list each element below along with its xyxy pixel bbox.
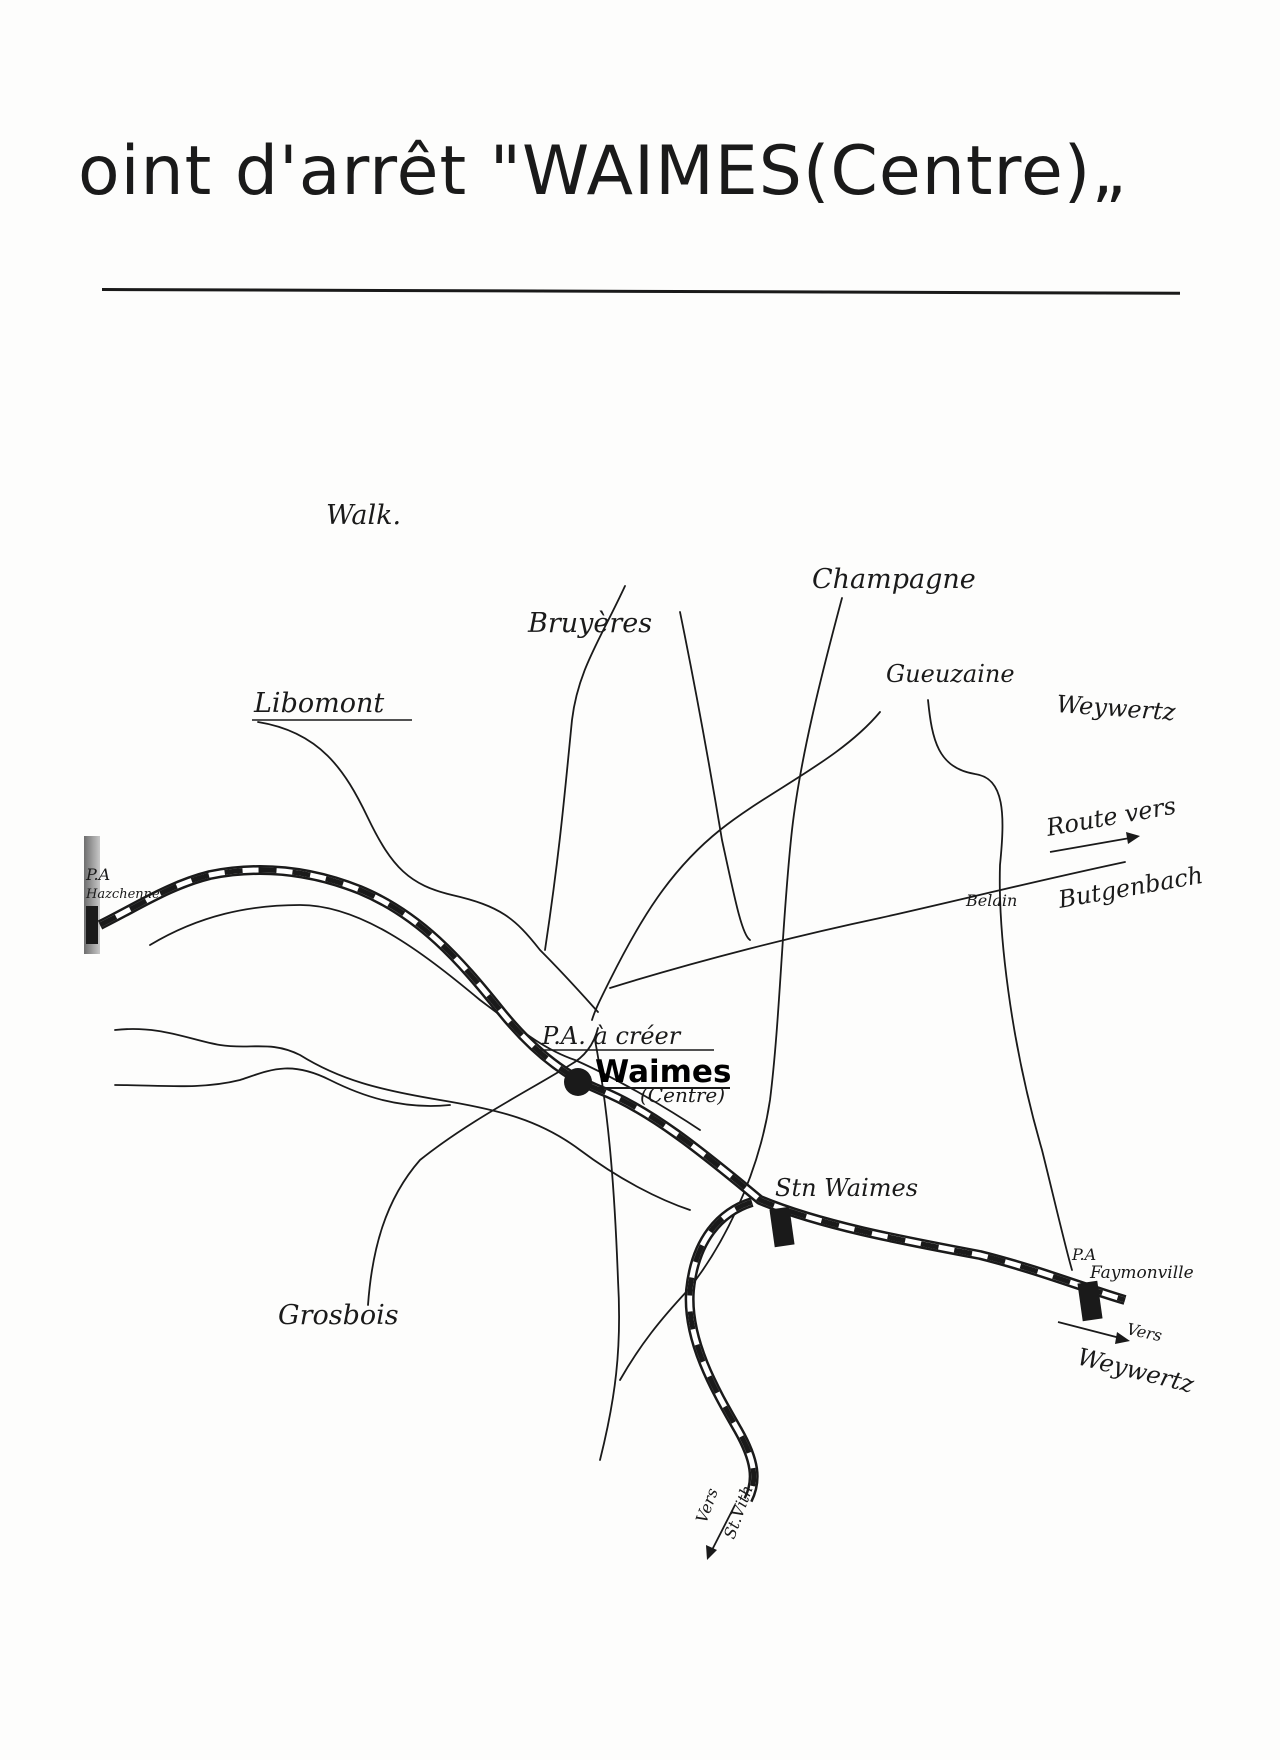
road-weywertz bbox=[927, 699, 1073, 1271]
road-grosbois bbox=[367, 1027, 599, 1306]
vers-weywertz-arrowhead bbox=[1115, 1332, 1130, 1344]
label-pa-a-creer: P.A. à créer bbox=[541, 1022, 682, 1050]
label-grosbois: Grosbois bbox=[278, 1300, 399, 1331]
stations bbox=[86, 906, 1103, 1322]
pa-faymonville-marker bbox=[1077, 1280, 1103, 1322]
label-waimes: Waimes bbox=[595, 1054, 731, 1090]
label-walk: Walk. bbox=[326, 500, 401, 531]
road-south bbox=[594, 1039, 620, 1461]
waimes-centre-stop-marker bbox=[564, 1068, 592, 1096]
road-river-lower bbox=[114, 1028, 691, 1211]
label-pa-hazchenne-2: Hazchenne bbox=[85, 887, 160, 902]
label-station-waimes: Stn Waimes bbox=[775, 1174, 918, 1202]
direction-arrows bbox=[706, 832, 1140, 1560]
vers-weywertz-arrow-line bbox=[1057, 1321, 1121, 1339]
railway-branch-dash bbox=[687, 1199, 757, 1502]
label-pa-faymonville-2: Faymonville bbox=[1089, 1263, 1194, 1283]
label-champagne: Champagne bbox=[812, 564, 976, 595]
map-labels: Walk. Bruyères Champagne Libomont Gueuza… bbox=[85, 500, 1205, 1541]
route-vers-arrowhead bbox=[1126, 832, 1140, 844]
page-title: oint d'arrêt "WAIMES(Centre)„ bbox=[78, 132, 1128, 211]
label-pa-hazchenne-1: P.A bbox=[85, 865, 110, 884]
road-libomont bbox=[257, 721, 599, 1013]
label-pa-faymonville-1: P.A bbox=[1071, 1245, 1096, 1264]
station-waimes-marker bbox=[769, 1206, 795, 1248]
road-bruyeres-east bbox=[679, 611, 751, 941]
label-bruyeres: Bruyères bbox=[527, 608, 652, 639]
road-network bbox=[114, 585, 1126, 1461]
road-bruyeres bbox=[544, 585, 626, 951]
label-route-vers: Route vers bbox=[1043, 792, 1178, 842]
label-vers-stvith-1: Vers bbox=[692, 1486, 722, 1526]
label-vers-stvith-2: St.Vith. bbox=[720, 1478, 759, 1542]
vers-stvith-arrowhead bbox=[706, 1545, 717, 1560]
label-centre: (Centre) bbox=[640, 1083, 725, 1107]
label-vers-weywertz-1: Vers bbox=[1125, 1319, 1164, 1345]
road-gueuzaine bbox=[591, 711, 881, 1021]
label-belain: Belain bbox=[965, 891, 1017, 910]
label-butgenbach: Butgenbach bbox=[1055, 861, 1205, 914]
label-vers-weywertz-2: Weywertz bbox=[1075, 1343, 1198, 1399]
label-weywertz-top: Weywertz bbox=[1056, 690, 1177, 726]
road-champagne bbox=[619, 597, 843, 1381]
road-river-upper bbox=[149, 904, 701, 1131]
road-route-butgenbach bbox=[609, 861, 1126, 989]
vers-stvith-arrow-line bbox=[711, 1504, 736, 1551]
label-libomont: Libomont bbox=[253, 688, 384, 719]
route-vers-arrow-line bbox=[1049, 837, 1131, 853]
label-gueuzaine: Gueuzaine bbox=[886, 660, 1015, 688]
road-river-south bbox=[114, 1067, 451, 1107]
pa-hazchenne-marker bbox=[86, 906, 98, 944]
